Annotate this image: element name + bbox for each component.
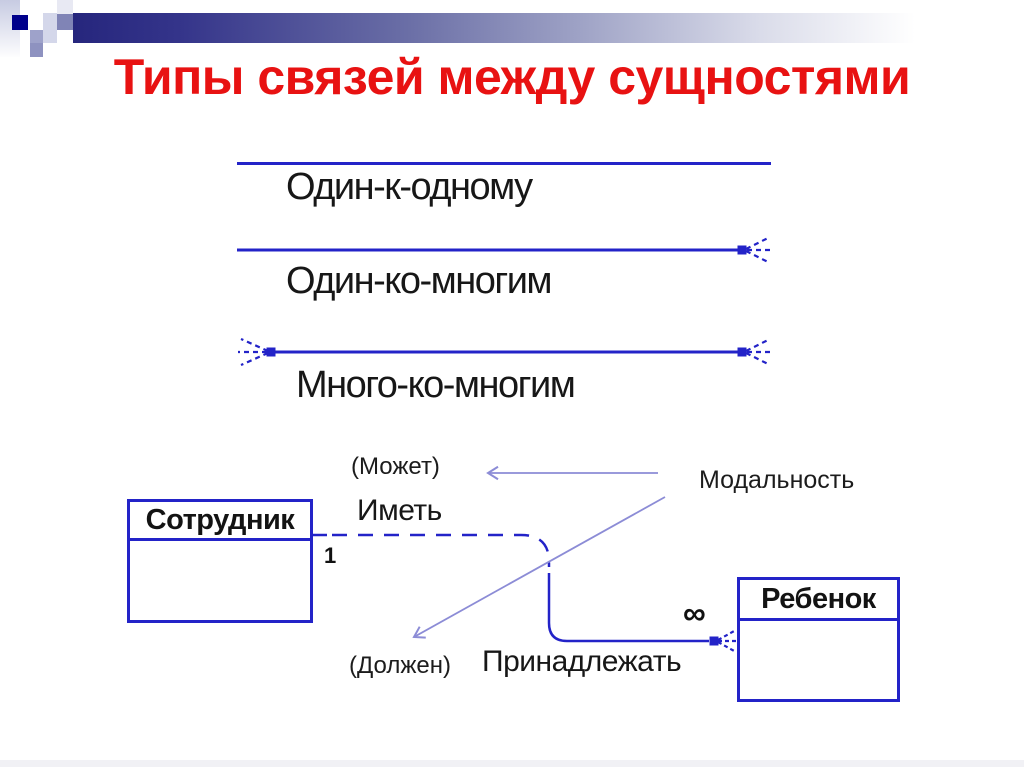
modality-must-label: (Должен) bbox=[349, 652, 451, 679]
infinity-symbol: ∞ bbox=[683, 595, 706, 631]
one-to-many-line bbox=[237, 236, 773, 264]
modality-may-label: (Может) bbox=[351, 453, 440, 480]
crow-foot-right-icon bbox=[737, 236, 773, 264]
decor-square bbox=[43, 13, 57, 30]
decor-square bbox=[57, 0, 73, 14]
bottom-strip bbox=[0, 760, 1024, 767]
header-gradient-bar bbox=[73, 13, 950, 43]
entity-box-employee: Сотрудник bbox=[127, 499, 313, 623]
relationship-label-many-to-many: Много-ко-многим bbox=[296, 364, 576, 406]
relationship-label-one-to-many: Один-ко-многим bbox=[286, 260, 553, 302]
entity-title-employee: Сотрудник bbox=[130, 502, 310, 541]
modality-title-label: Модальность bbox=[699, 466, 855, 494]
many-to-many-line bbox=[238, 337, 773, 367]
mandatory-connector bbox=[547, 573, 737, 653]
decor-square-column bbox=[0, 0, 20, 57]
verb-belong-label: Принадлежать bbox=[482, 645, 682, 678]
crow-foot-right-icon bbox=[737, 338, 773, 366]
optional-connector bbox=[313, 533, 551, 567]
crow-foot-left-icon bbox=[238, 337, 276, 367]
decor-square-navy bbox=[12, 15, 28, 30]
entity-box-child: Ребенок bbox=[737, 577, 900, 702]
decor-square bbox=[30, 30, 43, 43]
decor-square bbox=[30, 43, 43, 57]
decor-square bbox=[57, 14, 73, 30]
cardinality-one-label: 1 bbox=[324, 543, 337, 568]
entity-title-child: Ребенок bbox=[740, 580, 897, 621]
verb-have-label: Иметь bbox=[357, 494, 442, 527]
slide-title: Типы связей между сущностями bbox=[113, 49, 911, 105]
modality-arrow-to-must bbox=[412, 496, 666, 639]
decor-square bbox=[43, 30, 57, 43]
crow-foot-right-icon bbox=[709, 629, 737, 653]
relationship-label-one-to-one: Один-к-одному bbox=[286, 166, 533, 208]
